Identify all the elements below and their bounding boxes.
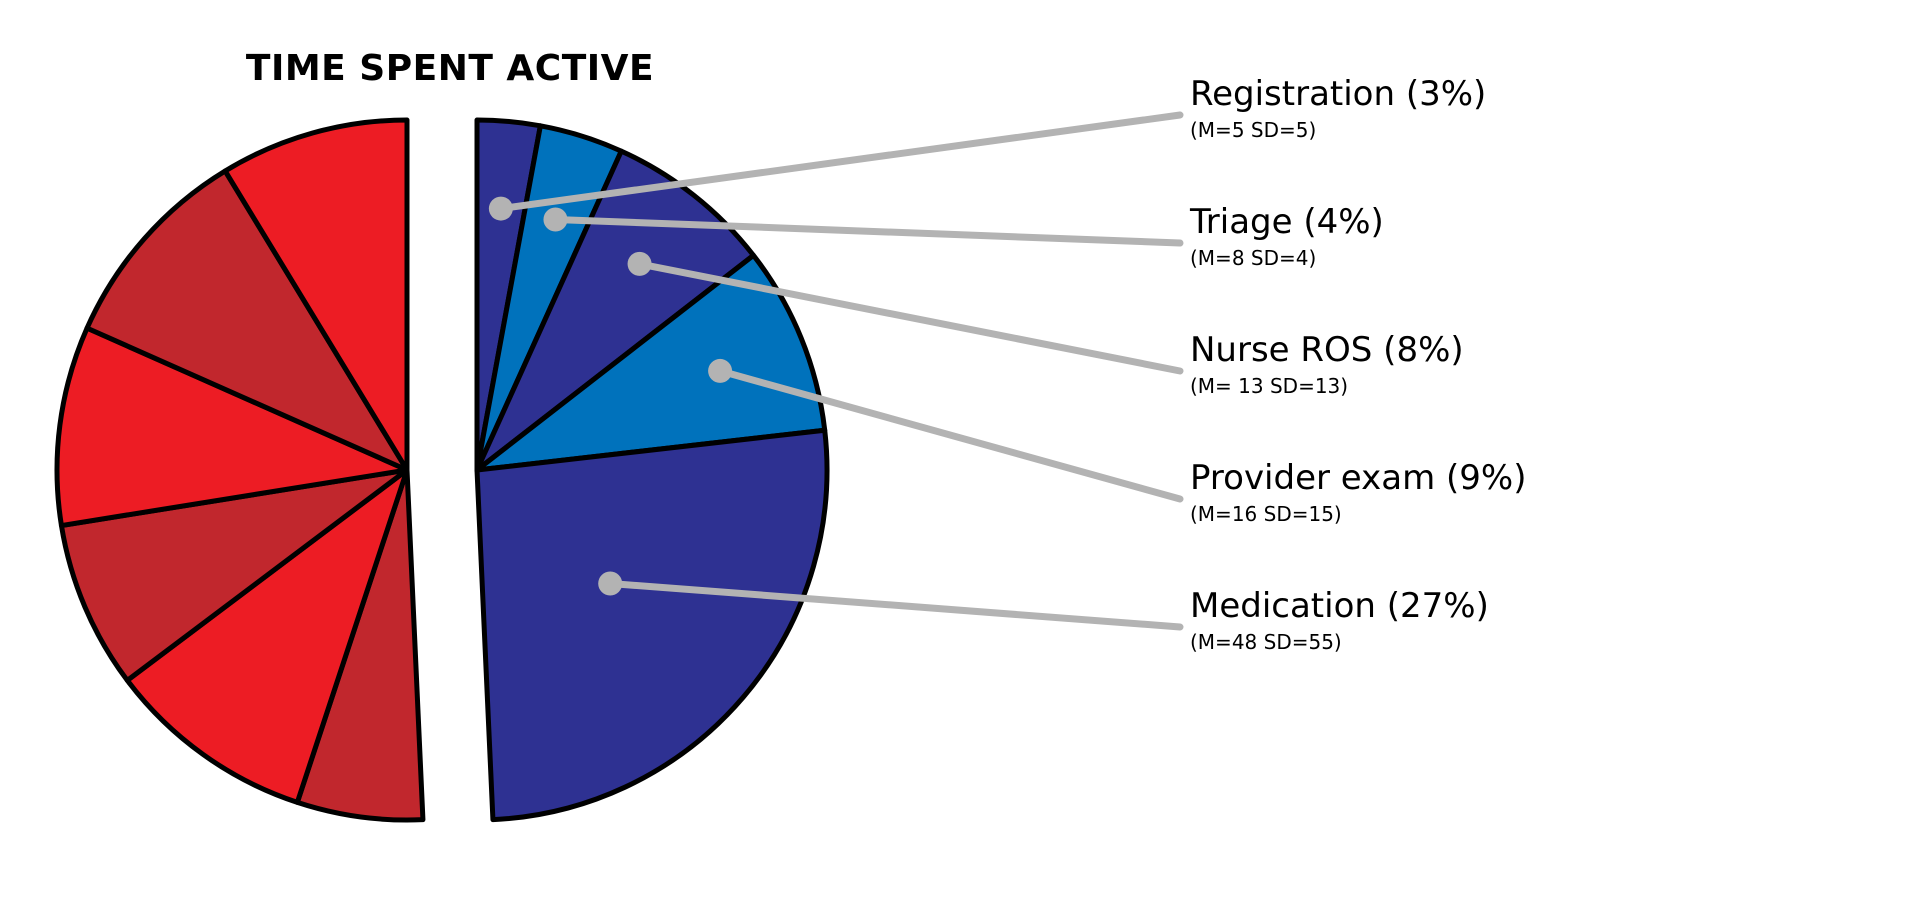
pie-slice-3	[474, 252, 828, 473]
leader-dot-1	[543, 207, 568, 232]
chart-title: TIME SPENT ACTIVE	[246, 48, 654, 89]
slice-labels: Registration (3%) (M=5 SD=5) Triage (4%) (M…	[1189, 74, 1526, 654]
leader-line-3	[716, 367, 1184, 503]
leader-dot-0	[488, 196, 513, 221]
pie-slice-8	[54, 325, 410, 529]
slice-stats-4: (M=48 SD=55)	[1190, 630, 1342, 654]
pie-slice-7	[58, 467, 410, 683]
pie-slices	[54, 117, 830, 823]
leader-line-4	[606, 580, 1184, 631]
pie-slice-6	[124, 467, 410, 805]
slice-label-4: Medication (27%)	[1190, 586, 1489, 626]
leader-line-1	[551, 216, 1184, 247]
slice-stats-0: (M=5 SD=5)	[1190, 118, 1316, 142]
leader-dot-3	[708, 358, 733, 383]
pie-slice-2	[474, 148, 756, 473]
leader-lines	[488, 111, 1184, 631]
slice-label-3: Provider exam (9%)	[1190, 458, 1526, 498]
slice-label-1: Triage (4%)	[1189, 202, 1384, 242]
pie-slice-4	[474, 427, 830, 823]
slice-stats-3: (M=16 SD=15)	[1190, 502, 1342, 526]
pie-slice-9	[84, 168, 410, 473]
leader-dot-4	[598, 571, 623, 596]
leader-line-2	[636, 260, 1184, 375]
slice-label-2: Nurse ROS (8%)	[1190, 330, 1464, 370]
slice-stats-2: (M= 13 SD=13)	[1190, 374, 1348, 398]
slice-stats-1: (M=8 SD=4)	[1190, 246, 1316, 270]
leader-line-0	[497, 111, 1184, 213]
pie-slice-10	[222, 117, 410, 473]
leader-dot-2	[627, 251, 652, 276]
slice-label-0: Registration (3%)	[1190, 74, 1486, 114]
